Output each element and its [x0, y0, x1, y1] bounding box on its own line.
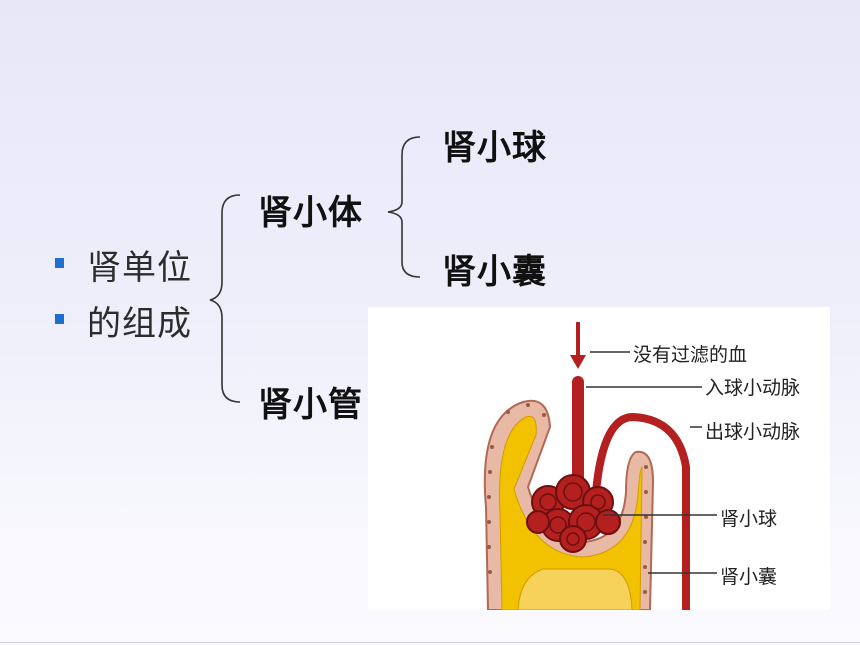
- capsule-space: [499, 415, 643, 610]
- blood-flow-arrow-icon: [570, 355, 586, 369]
- label-afferent-arteriole: 入球小动脉: [705, 377, 801, 399]
- inner-brace: [387, 136, 421, 278]
- capillary-loops: [539, 482, 606, 546]
- efferent-arteriole: [592, 412, 690, 610]
- bullet-text: 的组成: [87, 304, 192, 344]
- square-bullet-icon: [55, 258, 64, 268]
- node-renal-tubule: 肾小管: [258, 385, 363, 425]
- square-bullet-icon: [55, 314, 64, 324]
- outer-brace: [209, 194, 241, 403]
- leader-lines: [586, 351, 717, 574]
- node-glomerulus: 肾小球: [442, 128, 547, 168]
- label-glomerulus: 肾小球: [720, 508, 778, 530]
- node-bowman-capsule: 肾小囊: [442, 252, 547, 292]
- label-unfiltered-blood: 没有过滤的血: [633, 344, 748, 366]
- footer-divider: [0, 642, 860, 643]
- label-efferent-arteriole: 出球小动脉: [705, 421, 801, 443]
- nephron-illustration: 没有过滤的血 入球小动脉 出球小动脉 肾小球 肾小囊: [368, 307, 830, 610]
- label-capsule: 肾小囊: [720, 566, 778, 588]
- bullet-text: 肾单位: [87, 248, 192, 288]
- cell-nuclei: [487, 403, 648, 594]
- glomerulus-tuft: [526, 474, 621, 553]
- capsule-inner-layer: [517, 568, 633, 610]
- nephron-drawing: [483, 322, 717, 610]
- node-renal-corpuscle: 肾小体: [258, 193, 363, 233]
